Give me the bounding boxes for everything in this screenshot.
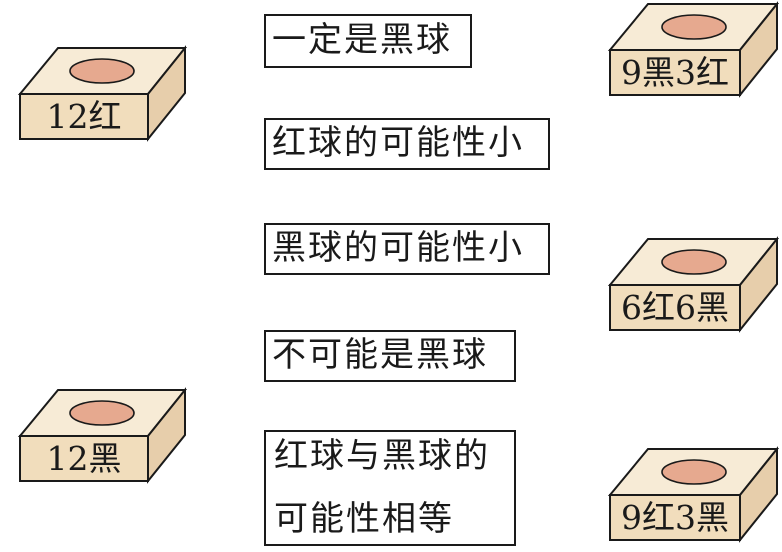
box-label: 12红 bbox=[47, 97, 122, 136]
ball-hole-icon bbox=[69, 58, 135, 84]
statement-equally-likely[interactable]: 红球与黑球的 可能性相等 bbox=[264, 430, 516, 546]
box-label: 9黑3红 bbox=[621, 53, 729, 92]
statement-text: 红球的可能性小 bbox=[272, 123, 524, 164]
statement-text: 黑球的可能性小 bbox=[272, 228, 524, 269]
statement-text: 一定是黑球 bbox=[272, 20, 452, 61]
box-label: 12黑 bbox=[47, 439, 122, 478]
box-front-face bbox=[609, 284, 741, 331]
ball-hole-icon bbox=[69, 400, 135, 426]
box-front-face bbox=[609, 49, 741, 96]
box-9-red-3-black: 9红3黑 bbox=[607, 446, 780, 543]
box-12-red: 12红 bbox=[17, 45, 188, 142]
box-6-red-6-black: 6红6黑 bbox=[607, 236, 780, 333]
statement-line-1: 红球与黑球的 bbox=[274, 436, 490, 477]
statement-certain-black[interactable]: 一定是黑球 bbox=[264, 14, 472, 68]
box-front-face bbox=[19, 435, 149, 482]
statement-impossible-black[interactable]: 不可能是黑球 bbox=[264, 330, 516, 382]
box-9-black-3-red: 9黑3红 bbox=[607, 1, 780, 98]
statement-text: 不可能是黑球 bbox=[272, 335, 488, 376]
ball-hole-icon bbox=[661, 14, 727, 40]
ball-hole-icon bbox=[661, 459, 727, 485]
box-front-face bbox=[19, 93, 149, 140]
box-12-black: 12黑 bbox=[17, 387, 188, 484]
statement-black-less-likely[interactable]: 黑球的可能性小 bbox=[264, 223, 550, 275]
box-label: 6红6黑 bbox=[621, 288, 729, 327]
box-label: 9红3黑 bbox=[621, 498, 729, 537]
box-front-face bbox=[609, 494, 741, 541]
statement-line-2: 可能性相等 bbox=[274, 499, 454, 539]
ball-hole-icon bbox=[661, 249, 727, 275]
statement-red-less-likely[interactable]: 红球的可能性小 bbox=[264, 118, 550, 170]
